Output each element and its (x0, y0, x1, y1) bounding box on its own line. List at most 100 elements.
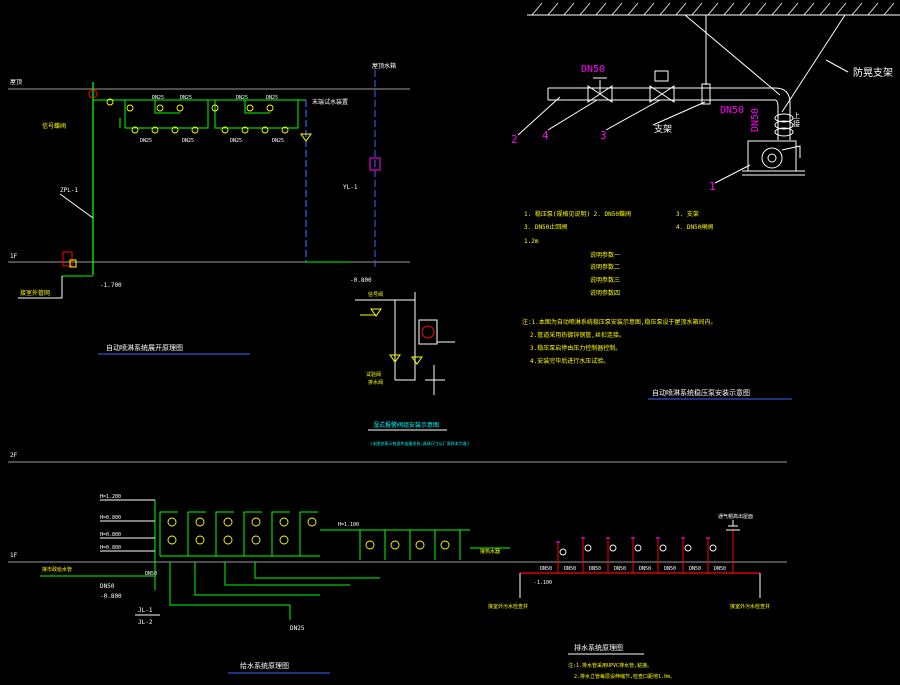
drain-right-note: 接室外污水检查井 (730, 603, 770, 610)
alarm-valve-label-a: 信号阀 (368, 291, 383, 298)
pump-side-label: 上接 (793, 111, 800, 128)
sprinkler-heads (106, 98, 289, 134)
svg-text:DN25: DN25 (236, 95, 248, 101)
drain-note-1: 注:1.排水管采用UPVC排水管,粘接。 (568, 662, 652, 669)
callout-leader-3 (605, 99, 661, 131)
param-2: 说明参数二 (590, 263, 620, 271)
riser-elev: -1.700 (100, 282, 122, 289)
note-block-2: 2.管道采用热镀锌钢管,丝扣连接。 (530, 331, 625, 339)
alarm-valve-label-c: 排水阀 (368, 379, 383, 386)
supply-elev: -0.800 (100, 593, 122, 600)
note-line-2: 3. DN50止回阀 (524, 223, 567, 231)
pump-notes: 1. 稳压泵(规格见说明) 2. DN50蝶阀 3. DN50止回阀 1.2m … (522, 210, 716, 365)
supply-dn-on-main: DN50 (145, 571, 157, 577)
supply-jl-label: JL-1 (138, 607, 153, 614)
roof-level-label: 屋顶 (10, 79, 22, 86)
supply-return-lines (169, 562, 380, 620)
note-line-3: 1.2m (524, 238, 539, 245)
alarm-valve-label-b: 试验阀 (366, 371, 381, 378)
pump-caption: 自动喷淋系统稳压泵安装示意图 (652, 388, 750, 397)
right-riser-bottom: -0.800 (350, 277, 372, 284)
note-block-4: 4.安装完毕后进行水压试验。 (530, 357, 609, 365)
drain-stacks (557, 530, 734, 573)
flex-joint-icon (774, 113, 794, 137)
callout-4: 4 (542, 129, 549, 142)
svg-text:DN50: DN50 (689, 566, 701, 572)
note-right-1: 3. 支架 (676, 210, 699, 218)
svg-text:H=0.800: H=0.800 (100, 515, 121, 521)
supply-dn-branch: DN25 (290, 625, 305, 632)
param-1: 说明参数一 (590, 251, 620, 259)
supply-right-end-label: 接热水器 (480, 548, 500, 555)
pump-icon (742, 140, 805, 176)
supply-right-group (320, 529, 510, 560)
supply-right-fixtures (365, 540, 450, 550)
alarm-gauge-icon (421, 325, 435, 339)
svg-text:DN50: DN50 (664, 566, 676, 572)
svg-text:DN25: DN25 (272, 138, 284, 144)
supply-caption: 给水系统原理图 (240, 661, 289, 670)
ceiling-hatch (531, 2, 895, 16)
callout-leader-4 (547, 99, 598, 131)
check-valve-icon (649, 70, 675, 103)
support-label: 支架 (654, 123, 672, 135)
anti-sway-leader (825, 59, 849, 73)
sprinkler-caption: 自动喷淋系统展开原理图 (106, 343, 183, 352)
alarm-valve-body-icon (418, 319, 438, 345)
svg-text:H=1.200: H=1.200 (100, 494, 121, 500)
note-block-1: 注:1.本图为自动喷淋系统稳压泵安装示意图,稳压泵设于屋顶水箱间内。 (522, 318, 716, 326)
right-riser-valve-icon (369, 157, 381, 171)
hanger-diagonal-left (684, 14, 781, 96)
right-riser-mid: YL-1 (343, 184, 358, 191)
pump-installation-detail: 1 2 4 3 DN50 DN50 DN50 支架 防晃支架 上接 1. 稳压泵… (511, 2, 900, 400)
flange-icon (701, 83, 711, 105)
callout-1: 1 (709, 180, 716, 193)
dn-label-2: DN50 (720, 105, 744, 116)
dn-label-1: DN50 (581, 64, 605, 75)
bottom-valve-inner (69, 259, 77, 268)
drain-dn-labels: DN50 DN50 DN50 DN50 DN50 DN50 DN50 DN50 (540, 566, 726, 572)
svg-text:H=0.800: H=0.800 (100, 545, 121, 551)
supply-height-leaders (100, 499, 155, 552)
svg-text:DN50: DN50 (589, 566, 601, 572)
drain-fixture-marks (556, 537, 710, 543)
supply-jl2-label: JL-2 (138, 619, 153, 626)
supply-fixture-risers (159, 511, 320, 557)
right-riser-top: 屋顶水箱 (372, 62, 396, 70)
svg-text:DN25: DN25 (182, 138, 194, 144)
callout-2: 2 (511, 133, 518, 146)
svg-text:DN25: DN25 (140, 138, 152, 144)
svg-text:DN50: DN50 (714, 566, 726, 572)
param-4: 说明参数四 (590, 289, 620, 297)
supply-level-top: 2F (10, 452, 18, 459)
drain-traps (559, 544, 717, 556)
svg-text:DN25: DN25 (152, 95, 164, 101)
note-block-3: 3.稳压泵启停由压力控制器控制。 (530, 344, 621, 352)
param-3: 说明参数三 (590, 276, 620, 284)
water-supply-schematic: 2F 1F DN50 -0.800 JL-1 JL-2 接市政给水管 H=1.2… (8, 452, 787, 674)
vent-cap-icon (726, 525, 740, 531)
supply-level-bottom: 1F (10, 552, 18, 559)
signal-valve-note: 信号蝶阀 (42, 122, 66, 130)
drain-caption: 排水系统原理图 (574, 643, 623, 652)
support-leader (652, 101, 706, 126)
bottom-valve-icon (62, 251, 73, 267)
gate-valve-icon (587, 77, 613, 103)
supply-fixtures (167, 517, 317, 545)
svg-text:DN50: DN50 (614, 566, 626, 572)
alarm-valve-fittings (360, 308, 423, 365)
supply-dn-main: DN50 (100, 583, 115, 590)
drain-left-note: 接室外污水检查井 (488, 603, 528, 610)
outside-network-label: 接室外管网 (20, 289, 50, 297)
note-line-1: 1. 稳压泵(规格见说明) 2. DN50蝶阀 (524, 210, 631, 218)
svg-text:H=0.800: H=0.800 (100, 532, 121, 538)
callout-leader-2 (517, 96, 561, 136)
supply-height-labels: H=1.200 H=0.800 H=0.800 H=0.800 (100, 494, 121, 551)
sprinkler-schematic: 屋顶 1F 接室外管网 -1.700 ZPL-1 信号蝶阀 (8, 62, 410, 355)
svg-text:DN50: DN50 (639, 566, 651, 572)
ground-level-label: 1F (10, 253, 18, 260)
end-test-valve-icon (300, 133, 312, 142)
svg-text:DN50: DN50 (540, 566, 552, 572)
alarm-valve-pipe (355, 292, 416, 381)
